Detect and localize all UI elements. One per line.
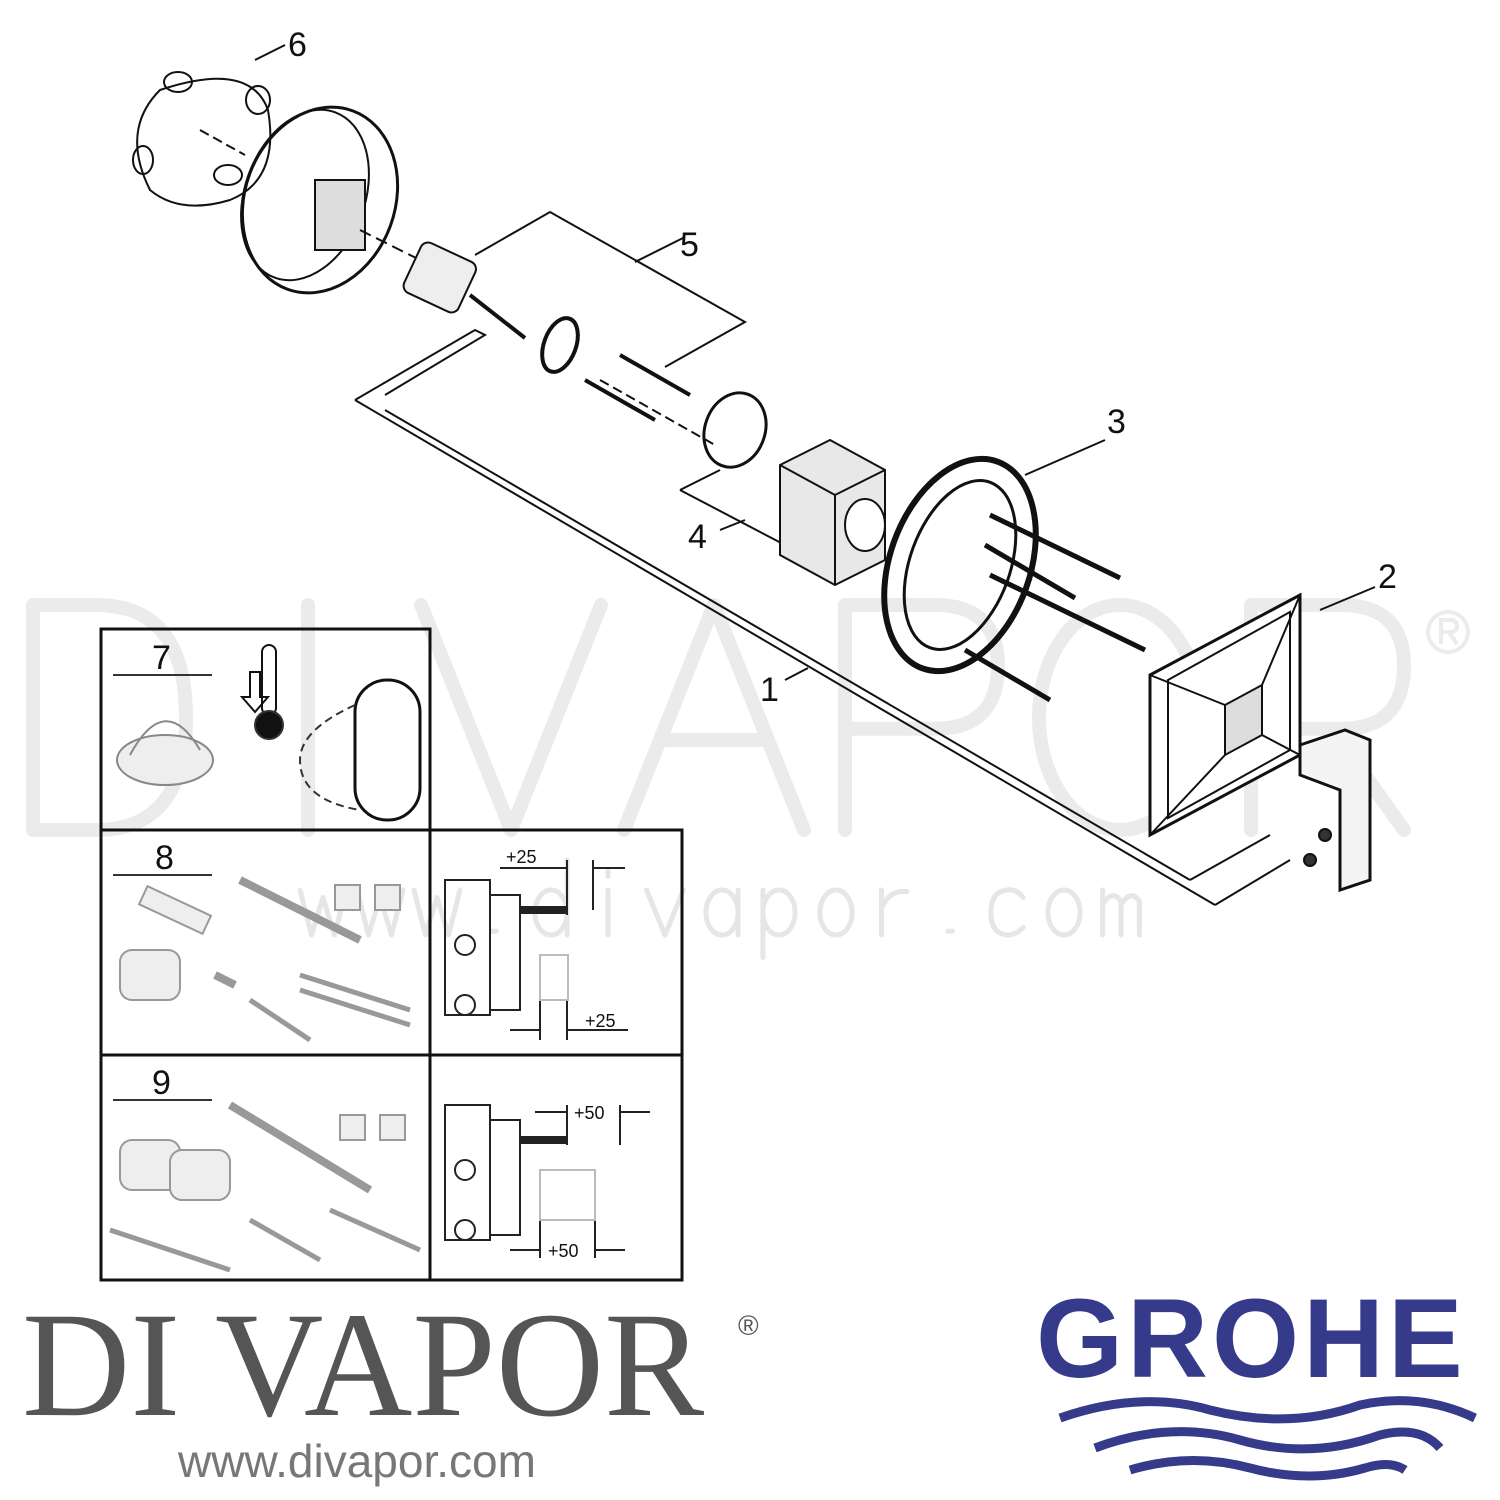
watermark-glyph xyxy=(1439,618,1460,646)
watermark-text-picture xyxy=(33,605,1404,830)
part-4-sleeve xyxy=(702,391,886,587)
callout-1: 1 xyxy=(760,671,779,709)
panel-7-number: 7 xyxy=(152,639,171,677)
panel-8-number: 8 xyxy=(155,839,174,877)
watermark-glyph xyxy=(820,890,852,935)
panel-8-parts xyxy=(119,876,411,1043)
watermark-glyph xyxy=(991,890,1023,935)
watermark-glyph xyxy=(624,605,804,830)
panel-9-number: 9 xyxy=(152,1064,171,1102)
dimension-label: +50 xyxy=(548,1241,579,1261)
watermark-glyph xyxy=(1048,890,1080,935)
watermark-glyph xyxy=(882,890,907,935)
panel-7-parts xyxy=(116,644,422,822)
part-1-bracket xyxy=(354,210,1291,906)
callout-6: 6 xyxy=(288,26,307,64)
part-2-cover xyxy=(1148,592,1302,838)
section-50 xyxy=(444,1104,650,1258)
watermark-glyph xyxy=(706,890,738,935)
callout-4: 4 xyxy=(688,518,707,556)
divapor-logo: DI VAPOR xyxy=(22,1282,705,1448)
callout-5: 5 xyxy=(680,226,699,264)
section-25 xyxy=(444,860,628,1040)
divapor-url: www.divapor.com xyxy=(178,1435,536,1487)
divapor-registered: ® xyxy=(738,1310,759,1341)
watermark-glyph xyxy=(1103,890,1140,935)
cartridge xyxy=(402,241,527,340)
panel-grid xyxy=(99,627,684,1282)
part-3-plate xyxy=(881,455,1147,703)
watermark-glyph xyxy=(1426,610,1470,654)
watermark-glyph xyxy=(414,890,460,935)
grohe-waves xyxy=(1058,1396,1477,1481)
valve-body xyxy=(240,105,421,295)
watermark-glyph xyxy=(763,890,795,958)
callout-2: 2 xyxy=(1378,558,1397,596)
watermark-url-picture xyxy=(300,860,1139,958)
part-6-seal xyxy=(132,71,272,207)
panel-9-parts xyxy=(109,1101,422,1273)
watermark-glyph xyxy=(33,605,186,830)
dimension-label: +25 xyxy=(585,1011,616,1031)
watermark-registered-picture xyxy=(1426,610,1470,654)
watermark-glyph xyxy=(845,605,998,830)
dimension-label: +25 xyxy=(506,847,537,867)
callout-3: 3 xyxy=(1107,403,1126,441)
watermark-glyph xyxy=(300,890,346,935)
grohe-logo: GROHE xyxy=(1036,1276,1467,1401)
lever-handle xyxy=(1298,728,1372,893)
dimension-label: +50 xyxy=(574,1103,605,1123)
watermark-glyph xyxy=(647,890,684,935)
part-5-nut xyxy=(540,316,716,446)
